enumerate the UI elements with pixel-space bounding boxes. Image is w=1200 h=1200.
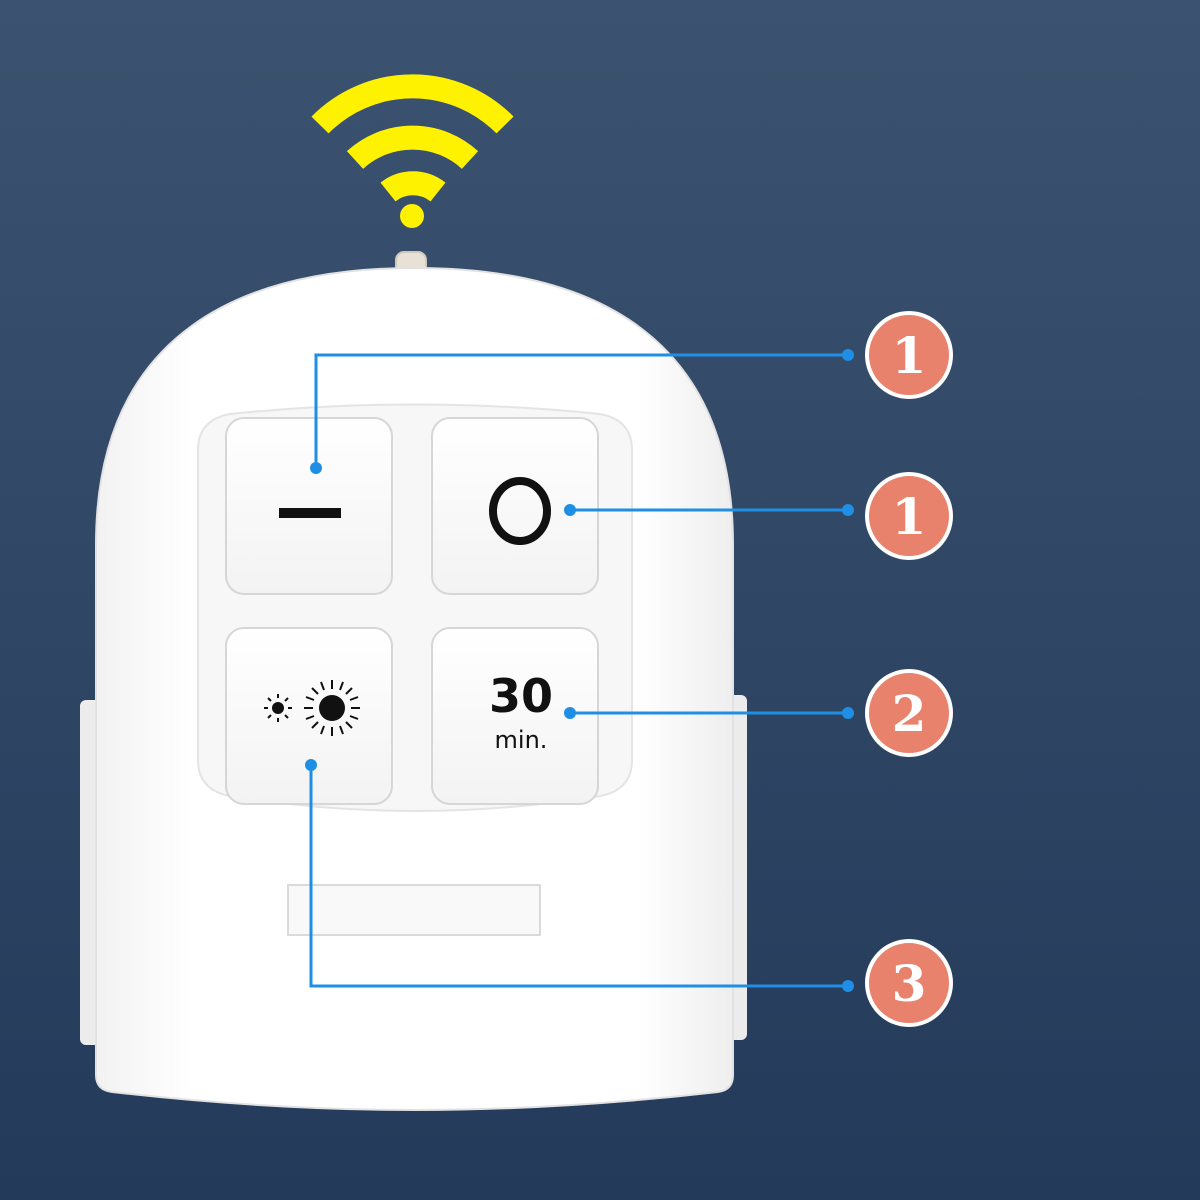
badge-number: 2 bbox=[892, 684, 927, 743]
brightness-icon bbox=[264, 680, 360, 736]
off-button[interactable] bbox=[225, 417, 393, 595]
minus-icon bbox=[279, 508, 341, 518]
small-sun-icon bbox=[264, 694, 292, 722]
wifi-signal-icon bbox=[311, 74, 514, 202]
timer-button[interactable]: 30 min. bbox=[431, 627, 599, 805]
badge-number: 1 bbox=[892, 326, 927, 385]
large-sun-icon bbox=[304, 680, 360, 736]
brightness-button[interactable] bbox=[225, 627, 393, 805]
timer-value-label: 30 bbox=[489, 669, 553, 723]
callout-line-off bbox=[314, 353, 848, 468]
wifi-signal-dot bbox=[400, 204, 424, 228]
callout-line-brightness bbox=[309, 765, 848, 988]
callout-badge-1a: 1 bbox=[865, 311, 953, 399]
callout-badge-1b: 1 bbox=[865, 472, 953, 560]
remote-control: 30 min. bbox=[80, 266, 747, 1112]
on-button[interactable] bbox=[431, 417, 599, 595]
callout-lines bbox=[309, 353, 848, 988]
badge-number: 3 bbox=[892, 954, 927, 1013]
circle-icon bbox=[489, 477, 551, 545]
badge-number: 1 bbox=[892, 487, 927, 546]
callout-badge-2: 2 bbox=[865, 669, 953, 757]
battery-slot bbox=[287, 884, 541, 936]
callout-badge-3: 3 bbox=[865, 939, 953, 1027]
timer-unit-label: min. bbox=[495, 726, 548, 754]
callout-dots bbox=[305, 349, 854, 992]
